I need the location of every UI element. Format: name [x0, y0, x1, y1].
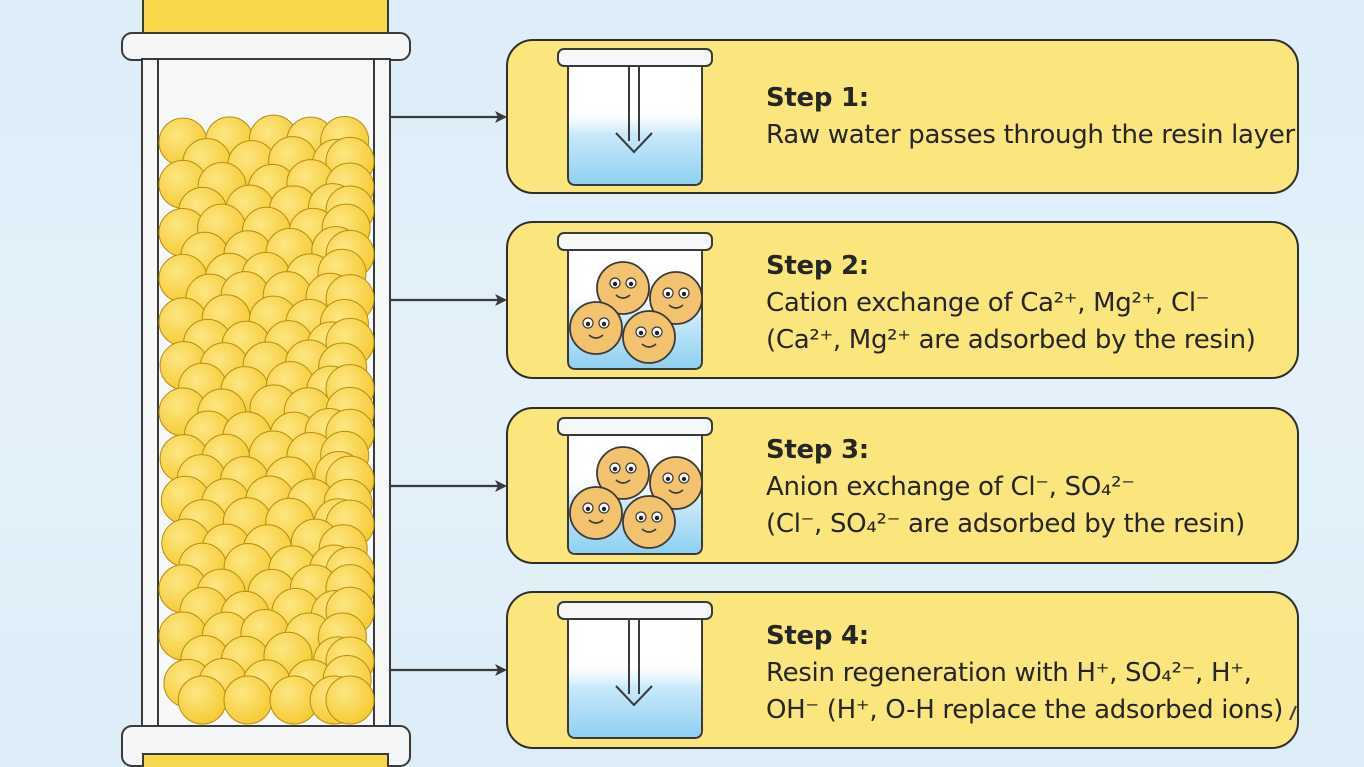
column-top-flange	[121, 32, 411, 61]
beaker-arrow-down-icon	[557, 601, 713, 739]
column-bottom-cap	[142, 753, 389, 767]
step-4-line-2: OH⁻ (H⁺, O-H replace the adsorbed ions)	[766, 695, 1284, 725]
smiling-bead-icon	[649, 456, 703, 510]
step-card-1	[506, 39, 1299, 194]
resin-bead	[177, 675, 227, 725]
smiling-bead-icon	[596, 446, 650, 500]
smiling-bead-icon	[622, 310, 676, 364]
step-2-text: Step 2: Cation exchange of Ca²⁺, Mg²⁺, C…	[766, 248, 1306, 359]
step-card-4	[506, 591, 1299, 749]
smiling-bead-icon	[569, 486, 623, 540]
step-3-title: Step 3:	[766, 435, 869, 465]
smiling-bead-icon	[649, 271, 703, 325]
resin-column	[121, 0, 411, 767]
step-1-title: Step 1:	[766, 83, 869, 113]
step-card-3	[506, 407, 1299, 564]
smiling-bead-icon	[596, 261, 650, 315]
flow-arrows	[390, 111, 507, 676]
beaker-arrow-down-icon	[557, 48, 713, 186]
step-cards	[506, 39, 1299, 749]
step-1-text: Step 1: Raw water passes through the res…	[766, 80, 1306, 154]
smiling-bead-cluster	[569, 261, 703, 364]
step-2-line-2: (Ca²⁺, Mg²⁺ are adsorbed by the resin)	[766, 325, 1256, 355]
step-4-text: Step 4: Resin regeneration with H⁺, SO₄²…	[766, 618, 1306, 729]
resin-bead	[223, 675, 273, 725]
beaker-resin-beads-icon	[557, 417, 713, 555]
step-2-line-1: Cation exchange of Ca²⁺, Mg²⁺, Cl⁻	[766, 288, 1210, 318]
step-3-line-1: Anion exchange of Cl⁻, SO₄²⁻	[766, 472, 1135, 502]
step-3-line-2: (Cl⁻, SO₄²⁻ are adsorbed by the resin)	[766, 509, 1245, 539]
step-card-2	[506, 221, 1299, 379]
step-4-title: Step 4:	[766, 621, 869, 651]
step-1-line-1: Raw water passes through the resin layer	[766, 120, 1295, 150]
smiling-bead-icon	[622, 495, 676, 549]
smiling-bead-icon	[569, 301, 623, 355]
smiling-bead-cluster	[569, 446, 703, 549]
resin-bead	[325, 675, 375, 725]
column-top-cap	[142, 0, 389, 35]
step-2-title: Step 2:	[766, 251, 869, 281]
step-3-text: Step 3: Anion exchange of Cl⁻, SO₄²⁻ (Cl…	[766, 432, 1306, 543]
step-4-line-1: Resin regeneration with H⁺, SO₄²⁻, H⁺,	[766, 658, 1252, 688]
resin-beads	[158, 114, 375, 725]
beaker-resin-beads-icon	[557, 232, 713, 370]
